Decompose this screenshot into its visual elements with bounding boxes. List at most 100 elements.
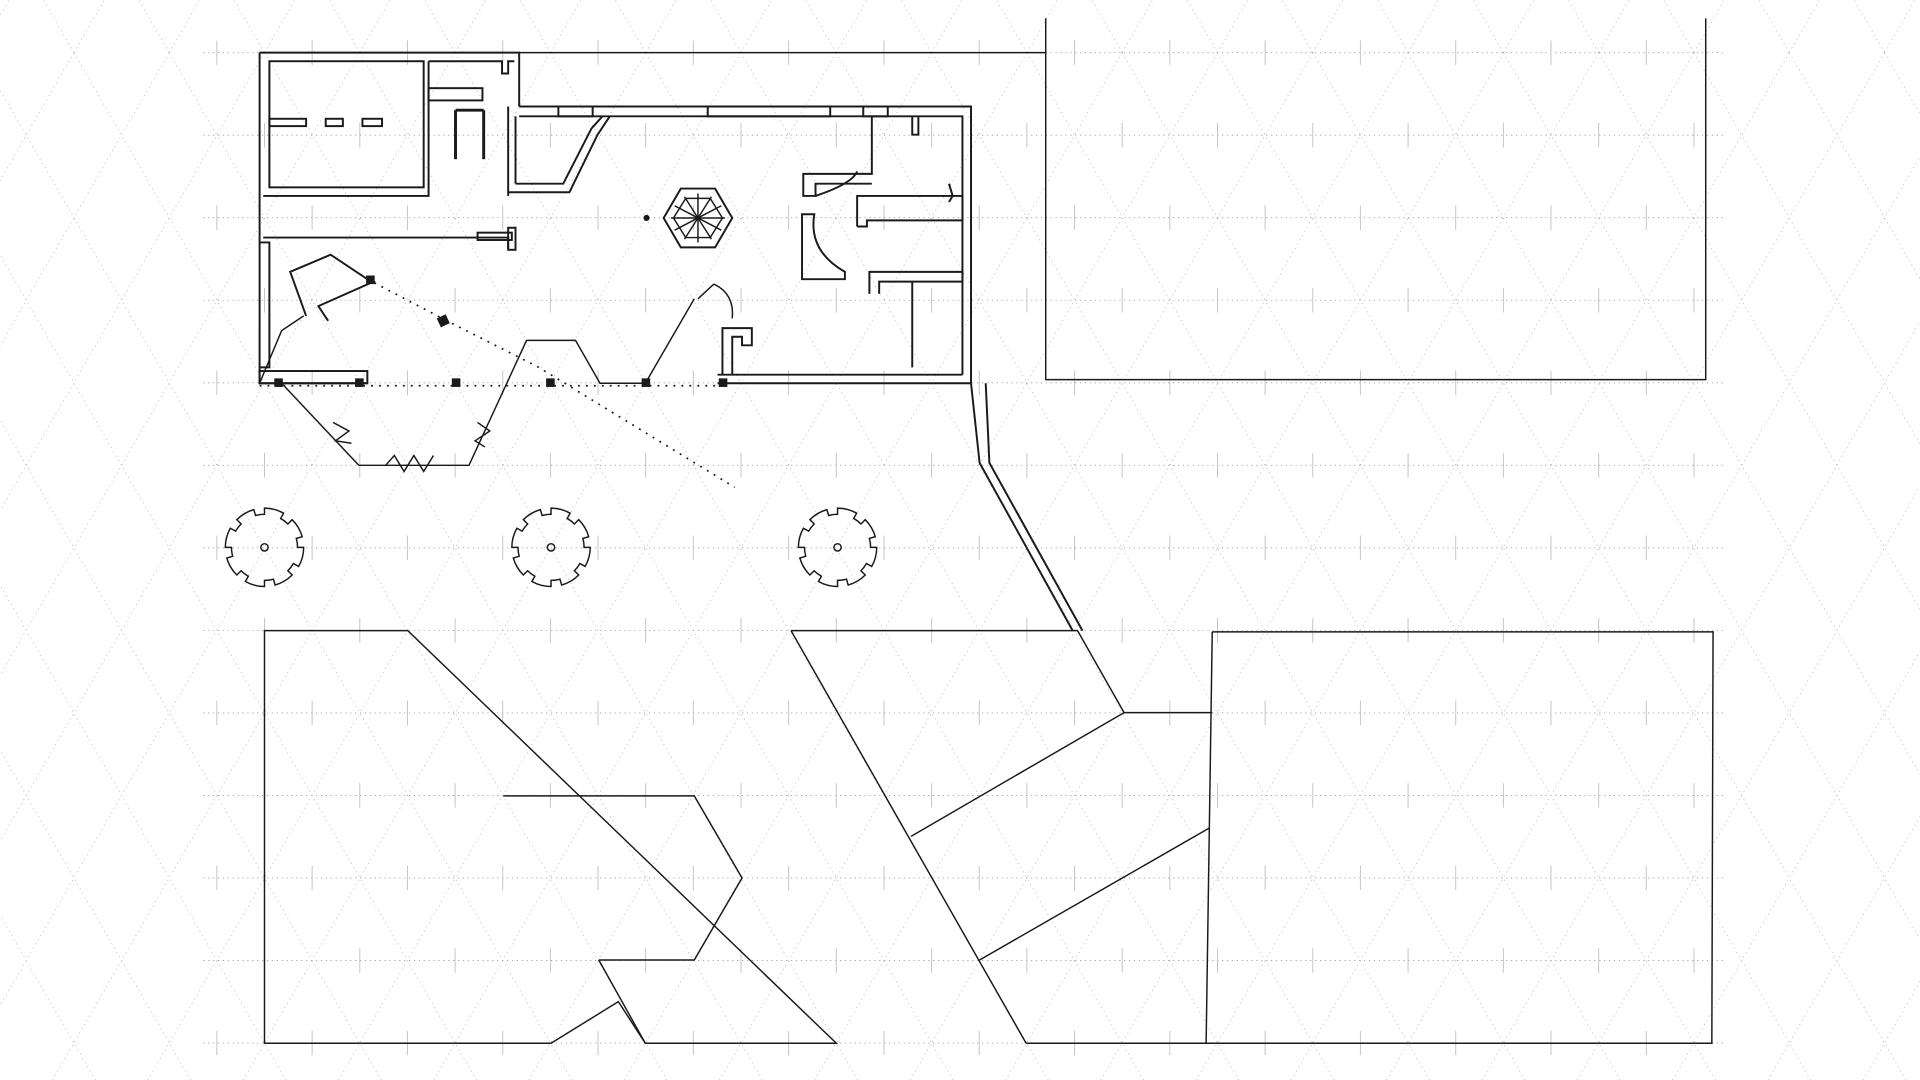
grid-line-diagonal [73,52,668,1080]
grid-line-diagonal [614,0,647,53]
grid-line-diagonal [147,52,742,1080]
grid-line-diagonal [719,52,1314,1080]
grid-line-diagonal [1121,52,1716,1080]
columns [274,214,728,387]
grid-line-diagonal [1481,320,1920,1080]
grid-line-diagonal [1884,52,1920,115]
grid-line-diagonal [359,52,954,1080]
grid-line-diagonal [1217,0,1249,53]
grid-line-diagonal [1884,0,1916,53]
grid-line-diagonal [1026,52,1621,1080]
grid-line-diagonal [329,0,361,53]
grid-line-diagonal [740,0,772,53]
grid-line-diagonal [645,52,1240,1080]
grid-line-diagonal [233,0,265,53]
grid-line-diagonal [528,52,1123,1080]
grid-line-diagonal [0,52,551,1007]
spiral-stair [662,187,734,249]
grid-line-diagonal [931,0,963,53]
grid-line-diagonal [0,749,191,1080]
tree-canopy [224,507,305,588]
grid-line-diagonal [931,52,1526,1080]
grid-line-diagonal [0,52,361,677]
grid-line-diagonal [1186,0,1218,53]
grid-line-diagonal [1767,815,1920,1080]
tree-trunk [546,542,556,552]
grid-line-diagonal [0,0,10,17]
grid-line-diagonal [359,0,391,53]
tree-canopy [797,507,878,588]
grid-line-diagonal [550,0,582,53]
grid-line-diagonal [52,52,647,1080]
grid-line-diagonal [835,52,1430,1080]
grid-line-diagonal [550,52,1144,1080]
grid-line-diagonal [1693,0,1725,53]
stair-tread [674,217,699,231]
tree-canopy [511,507,591,588]
grid-line-diagonal [1503,52,1920,776]
stair-tread [674,205,699,219]
grid-line-diagonal [168,0,200,53]
grid-line-diagonal [1100,52,1695,1080]
grid-line-diagonal [519,0,551,53]
grid-line-diagonal [73,0,105,53]
landscape-zones [263,629,1714,1044]
top-right-block [519,18,1707,381]
grid-line-diagonal [1407,52,1920,941]
grid-line-diagonal [1121,0,1153,53]
grid-line-diagonal [1312,0,1344,53]
grid-line-diagonal [0,52,265,512]
grid-line-diagonal [0,254,477,1080]
grid-line-diagonal [138,0,170,53]
stair-tread [697,217,722,231]
grid-line-diagonal [1195,52,1790,1080]
grid-line-diagonal [1663,0,1695,53]
grid-line-diagonal [0,584,287,1080]
grid-line-diagonal [835,0,867,53]
grid-line-diagonal [1758,0,1790,53]
grid-line-diagonal [1091,0,1123,53]
grid-line-diagonal [1862,980,1920,1080]
stair-tread [697,196,713,219]
grid-line-diagonal [242,52,837,1080]
grid-line-diagonal [996,0,1028,53]
grid-line-diagonal [1598,52,1920,610]
stair-tread [697,205,722,219]
pavilion-outline [258,278,736,489]
grid-line-diagonal [1853,0,1885,53]
grid-line-diagonal [1472,0,1504,53]
grid-line-diagonal [1005,52,1599,1080]
tree-trunk [260,542,269,552]
grid-line-diagonal [1291,52,1885,1080]
grid-line-diagonal [1788,0,1820,53]
grid-line-diagonal [1312,52,1907,1080]
grid-line-diagonal [1788,52,1920,280]
grid-line-diagonal [454,0,486,53]
stair-tread [683,217,699,240]
grid-line-diagonal [338,52,932,1080]
grid-line-diagonal [424,0,456,53]
grid-line-diagonal [1407,0,1439,53]
grid-line-diagonal [1377,0,1409,53]
grid-line-diagonal [805,0,837,53]
tree-trunk [833,542,842,552]
grid-line-diagonal [454,52,1049,1080]
grid-line-diagonal [264,52,858,1080]
grid-line-diagonal [1503,0,1535,53]
grid-line-diagonal [710,0,742,53]
trees [224,507,878,588]
grid-line-diagonal [1576,485,1920,1080]
grid-line-diagonal [909,52,1504,1080]
grid-line-diagonal [264,0,296,53]
grid-line-diagonal [1217,52,1811,1080]
grid-line-diagonal [814,52,1409,1080]
grid-line-diagonal [1567,0,1599,53]
grid-line-diagonal [1693,52,1920,445]
grid-line-diagonal [900,0,932,53]
grid-line-diagonal [168,52,763,1080]
grid-line-diagonal [645,0,677,53]
grid-line-diagonal [1672,650,1920,1080]
grid-line-diagonal [0,914,96,1080]
